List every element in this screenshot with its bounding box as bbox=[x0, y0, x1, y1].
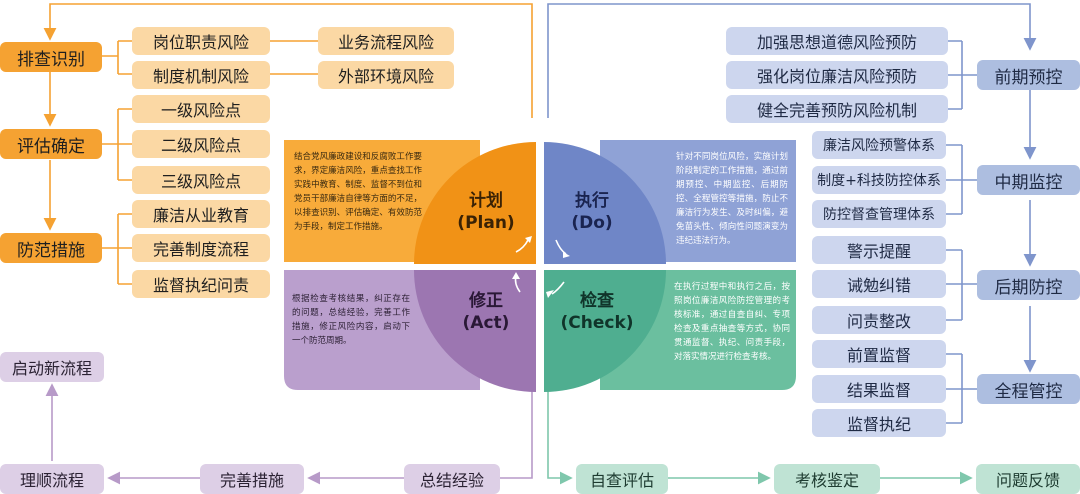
check-quadrant bbox=[544, 270, 666, 392]
measure-system: 完善制度流程 bbox=[132, 234, 270, 262]
step-identify: 排查识别 bbox=[0, 42, 102, 72]
whole-front-supervision: 前置监督 bbox=[812, 340, 946, 368]
step-assess: 评估确定 bbox=[0, 129, 102, 159]
do-label: 执行 (Do) bbox=[552, 190, 632, 234]
act-label: 修正 (Act) bbox=[446, 290, 526, 334]
pre-control-post: 强化岗位廉洁风险预防 bbox=[726, 61, 948, 89]
appraisal: 考核鉴定 bbox=[774, 464, 880, 494]
do-label-en: (Do) bbox=[571, 213, 613, 233]
measure-supervision: 监督执纪问责 bbox=[132, 270, 270, 298]
plan-label-cn: 计划 bbox=[469, 191, 503, 211]
summarize-experience: 总结经验 bbox=[404, 464, 500, 494]
risk-institution: 制度机制风险 bbox=[132, 61, 270, 89]
do-quadrant bbox=[544, 142, 666, 264]
mid-warning-system: 廉洁风险预警体系 bbox=[812, 131, 946, 159]
check-label: 检查 (Check) bbox=[552, 290, 642, 334]
plan-description: 结合党风廉政建设和反腐败工作要求，界定廉洁风险，重点查找工作实践中教育、制度、监… bbox=[294, 152, 422, 232]
plan-quadrant bbox=[414, 142, 536, 264]
mid-tech-system: 制度+科技防控体系 bbox=[812, 166, 946, 194]
check-label-en: (Check) bbox=[560, 313, 634, 333]
stage-pre-control: 前期预控 bbox=[977, 60, 1080, 90]
risk-external-env: 外部环境风险 bbox=[318, 61, 454, 89]
plan-label-en: (Plan) bbox=[457, 213, 515, 233]
post-warning: 警示提醒 bbox=[812, 236, 946, 264]
do-label-cn: 执行 bbox=[575, 191, 609, 211]
post-correction: 诫勉纠错 bbox=[812, 270, 946, 298]
risk-level-2: 二级风险点 bbox=[132, 130, 270, 158]
pre-control-mechanism: 健全完善预防风险机制 bbox=[726, 95, 948, 123]
measure-education: 廉洁从业教育 bbox=[132, 200, 270, 228]
check-description: 在执行过程中和执行之后，按照岗位廉洁风险防控管理的考核标准，通过自查自纠、专项检… bbox=[674, 282, 790, 362]
post-accountability: 问责整改 bbox=[812, 306, 946, 334]
check-label-cn: 检查 bbox=[580, 291, 614, 311]
risk-level-3: 三级风险点 bbox=[132, 166, 270, 194]
pre-control-moral: 加强思想道德风险预防 bbox=[726, 27, 948, 55]
restart-process: 启动新流程 bbox=[0, 352, 104, 382]
step-prevent: 防范措施 bbox=[0, 233, 102, 263]
stage-mid-control: 中期监控 bbox=[977, 165, 1080, 195]
mid-inspection-system: 防控督查管理体系 bbox=[812, 200, 946, 228]
stage-whole-control: 全程管控 bbox=[977, 374, 1080, 404]
risk-post-duty: 岗位职责风险 bbox=[132, 27, 270, 55]
self-assessment: 自查评估 bbox=[576, 464, 668, 494]
act-label-cn: 修正 bbox=[469, 291, 503, 311]
problem-feedback: 问题反馈 bbox=[976, 464, 1080, 494]
act-label-en: (Act) bbox=[462, 313, 510, 333]
improve-measures: 完善措施 bbox=[200, 464, 304, 494]
stage-post-control: 后期防控 bbox=[977, 270, 1080, 300]
do-description: 针对不同岗位风险，实施计划阶段制定的工作措施，通过前期预控、中期监控、后期防控、… bbox=[676, 152, 788, 246]
act-description: 根据检查考核结果，纠正存在的问题，总结经验，完善工作措施，修正风险内容，启动下一… bbox=[292, 294, 410, 346]
whole-discipline: 监督执纪 bbox=[812, 409, 946, 437]
act-quadrant bbox=[414, 270, 536, 392]
streamline-process: 理顺流程 bbox=[0, 464, 104, 494]
whole-result-supervision: 结果监督 bbox=[812, 375, 946, 403]
risk-business-process: 业务流程风险 bbox=[318, 27, 454, 55]
risk-level-1: 一级风险点 bbox=[132, 95, 270, 123]
plan-label: 计划 (Plan) bbox=[446, 190, 526, 234]
